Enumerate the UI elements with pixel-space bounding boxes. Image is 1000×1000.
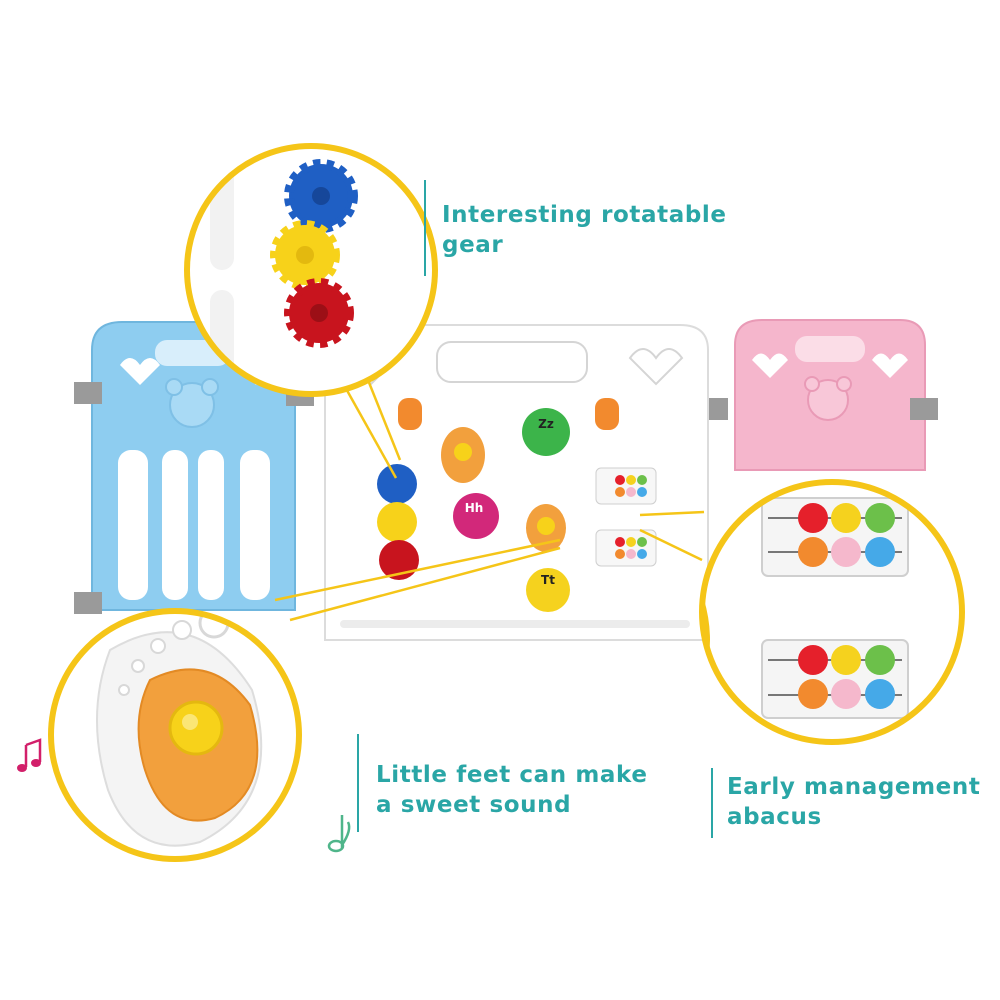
caption-divider	[711, 768, 713, 838]
letter-disc-h	[453, 493, 499, 539]
heart-icon	[628, 348, 684, 386]
letter-z-label: Zz	[538, 417, 554, 431]
letter-t-label: Tt	[541, 573, 555, 587]
heart-icon	[120, 358, 160, 385]
abacus-icon	[595, 529, 657, 567]
footprint-icon	[441, 427, 485, 483]
gear-caption-line-2: gear	[442, 232, 504, 258]
orange-knob	[398, 398, 422, 430]
abacus-caption: Early management abacus	[727, 772, 980, 832]
footprint-icon	[95, 611, 263, 847]
abacus-caption-line-2: abacus	[727, 804, 822, 830]
heart-icon	[872, 353, 908, 378]
letter-disc-t	[526, 568, 570, 612]
abacus-bead	[831, 645, 861, 675]
abacus-bead	[798, 537, 828, 567]
gear-caption-line-1: Interesting rotatable	[442, 202, 727, 228]
abacus-bead	[865, 679, 895, 709]
gear-callout-circle	[184, 143, 438, 397]
bear-face-icon	[165, 378, 219, 428]
gear-icon	[284, 159, 358, 233]
abacus-bead	[831, 679, 861, 709]
abacus-caption-line-1: Early management	[727, 774, 981, 800]
orange-knob	[595, 398, 619, 430]
feet-caption: Little feet can make a sweet sound	[376, 760, 648, 820]
white-activity-panel: Zz Hh Tt	[324, 324, 709, 641]
abacus-bead	[831, 503, 861, 533]
feet-caption-line-1: Little feet can make	[376, 762, 648, 788]
music-note-icon	[17, 738, 42, 772]
heart-icon	[752, 353, 788, 378]
music-note-icon	[327, 815, 351, 853]
letter-h-label: Hh	[465, 501, 484, 515]
abacus-bead	[798, 645, 828, 675]
abacus-bead	[865, 503, 895, 533]
feet-caption-line-2: a sweet sound	[376, 792, 572, 818]
abacus-callout-circle	[699, 479, 965, 745]
letter-disc-z	[522, 408, 570, 456]
blue-panel	[74, 321, 314, 614]
pink-panel	[700, 319, 938, 471]
abacus-icon	[595, 467, 657, 505]
abacus-bead	[831, 537, 861, 567]
bear-face-icon	[804, 376, 852, 421]
abacus-bead	[865, 645, 895, 675]
abacus-bead	[798, 503, 828, 533]
gear-caption: Interesting rotatable gear	[442, 200, 727, 260]
gear-icon	[270, 220, 340, 290]
gear-icon	[377, 464, 419, 580]
abacus-bead	[798, 679, 828, 709]
caption-divider	[357, 734, 359, 832]
gear-icon	[284, 278, 354, 348]
abacus-bead	[865, 537, 895, 567]
feet-callout-circle	[48, 608, 302, 862]
caption-divider	[424, 180, 426, 276]
